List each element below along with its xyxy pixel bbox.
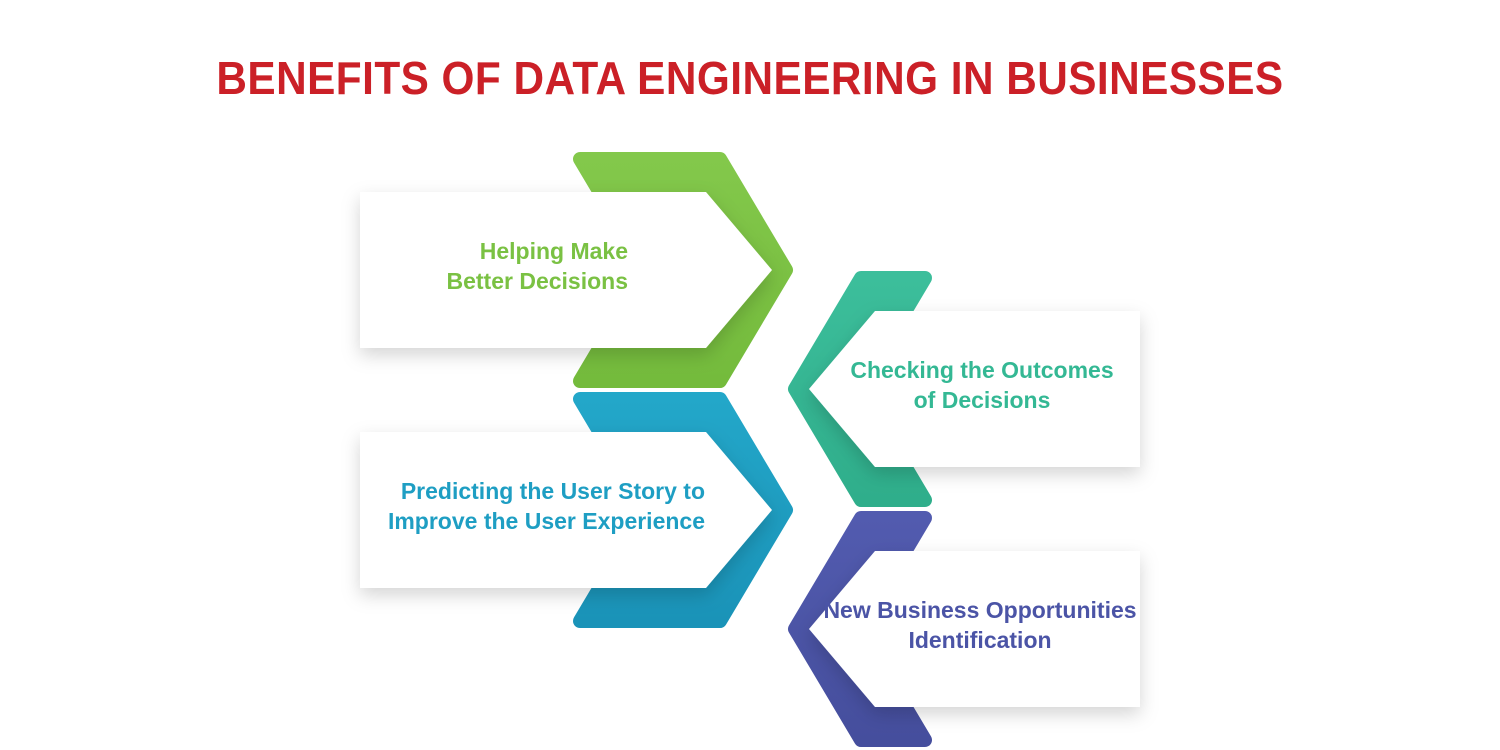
item-3-text-card[interactable] [360, 432, 772, 588]
diagram-item-1-label: Helping Make Better Decisions [446, 238, 628, 295]
diagram-item-1[interactable] [360, 152, 793, 388]
diagram-item-4-label: New Business Opportunities Identificatio… [823, 597, 1137, 654]
item-1-text-card[interactable] [360, 192, 772, 348]
diagram-item-2[interactable] [788, 271, 1140, 507]
page-title: BENEFITS OF DATA ENGINEERING IN BUSINESS… [216, 52, 1284, 104]
diagram-item-4[interactable] [788, 511, 1140, 747]
diagram-item-3-label: Predicting the User Story to Improve the… [387, 478, 705, 535]
item-4-text-card[interactable] [809, 551, 1140, 707]
diagram-item-2-label: Checking the Outcomes of Decisions [850, 357, 1114, 414]
item-2-text-card[interactable] [809, 311, 1140, 467]
diagram-item-3[interactable] [360, 392, 793, 628]
